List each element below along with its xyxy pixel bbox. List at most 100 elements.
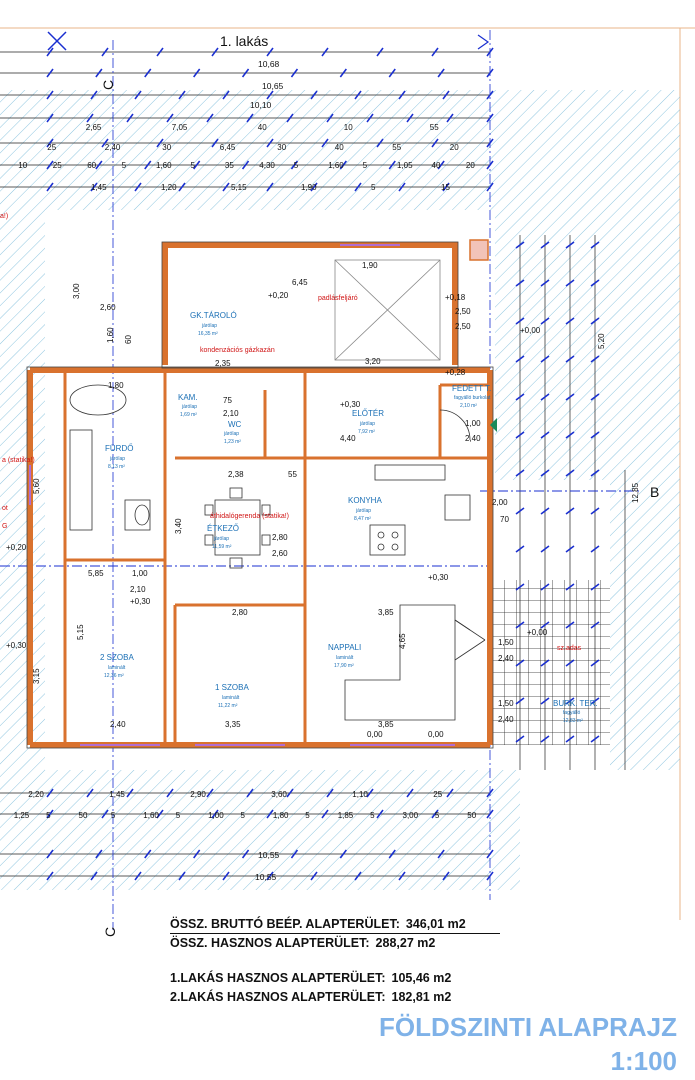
row6-label: 1,60	[156, 161, 172, 170]
kitchen-counter	[369, 464, 471, 556]
brow2-label: 1,25	[14, 811, 30, 820]
dimension-tick	[241, 68, 250, 78]
dimension-tick	[590, 469, 600, 477]
brow2-label: 1,60	[143, 811, 159, 820]
idim-250a: 2,50	[455, 307, 471, 316]
dimension-tick	[540, 279, 550, 287]
idim-520: 5,20	[597, 333, 606, 349]
dimension-tick	[515, 431, 525, 439]
row5-label: 40	[335, 143, 344, 152]
brow2-label: 5	[435, 811, 440, 820]
brow1-label: 1,10	[352, 790, 368, 799]
dimension-tick	[540, 431, 550, 439]
note-kondenz: kondenzációs gázkazán	[200, 347, 275, 354]
dimension-tick	[431, 809, 439, 819]
dimension-tick	[290, 160, 299, 170]
dimension-tick	[46, 138, 54, 148]
idim-240: 2,40	[110, 720, 126, 729]
idim-100b: 1,00	[132, 569, 148, 578]
idim-280b: 2,80	[232, 608, 248, 617]
dimension-tick	[46, 849, 54, 859]
level-left2: +0,30	[6, 641, 27, 650]
dimension-tick	[222, 871, 230, 881]
summary-apt1-label: 1.LAKÁS HASZNOS ALAPTERÜLET:	[170, 971, 386, 985]
idim-235: 2,35	[215, 359, 231, 368]
note-left-ot: ot	[2, 505, 8, 512]
row5-label: 6,45	[220, 143, 236, 152]
dimension-tick	[565, 317, 575, 325]
level-eloter: +0,30	[340, 400, 361, 409]
dimension-tick	[590, 279, 600, 287]
dimension-tick	[90, 90, 98, 100]
row6-label: 1,60	[328, 161, 344, 170]
level-fedett: +0,28	[445, 368, 466, 377]
room-eloter-sub: járólap	[359, 421, 375, 427]
room-kam-area: 1,69 m²	[180, 412, 197, 418]
dimension-tick	[46, 788, 54, 798]
dimension-tick	[442, 90, 450, 100]
row4-label: 10	[344, 123, 353, 132]
summary-apt1-area: 1.LAKÁS HASZNOS ALAPTERÜLET: 105,46 m2	[170, 971, 451, 985]
room-szoba1-area: 11,22 m²	[218, 703, 238, 709]
dimension-tick	[178, 871, 186, 881]
dimension-tick	[86, 788, 94, 798]
brow2-label: 5	[370, 811, 375, 820]
windows	[29, 244, 455, 746]
dimension-tick	[388, 160, 396, 170]
dimension-tick	[310, 90, 318, 100]
summary-apt1-value: 105,46 m2	[391, 971, 452, 985]
row7-label: 5,15	[231, 183, 247, 192]
summary-apt2-area: 2.LAKÁS HASZNOS ALAPTERÜLET:182,81 m2	[170, 990, 451, 1004]
dimension-tick	[515, 545, 525, 553]
dimension-tick	[266, 47, 274, 57]
dimension-tick	[326, 788, 334, 798]
dimension-tick	[431, 138, 439, 148]
room-fedett-sub: fagyálló burkolat	[454, 395, 491, 401]
dimension-tick	[354, 182, 362, 192]
dimension-tick	[46, 113, 54, 123]
row7-label: 5	[371, 183, 376, 192]
dimension-tick	[266, 871, 274, 881]
dimension-tick	[565, 735, 575, 743]
dimension-tick	[95, 849, 103, 859]
room-szoba2-name: 2 SZOBA	[100, 653, 134, 662]
dimension-tick	[211, 47, 219, 57]
dimension-tick	[222, 90, 230, 100]
row5-label: 30	[277, 143, 286, 152]
dimension-tick	[431, 47, 439, 57]
dimension-tick	[486, 90, 494, 100]
dimension-tick	[266, 138, 274, 148]
dimension-tick	[134, 871, 142, 881]
dimension-tick	[266, 182, 274, 192]
hatch-bottom-band	[0, 770, 520, 890]
row6-label: 35	[225, 161, 234, 170]
dimension-tick	[310, 871, 318, 881]
row5-label: 20	[450, 143, 459, 152]
grid-label-c-bottom: C	[102, 927, 118, 937]
dimension-tick	[46, 90, 54, 100]
room-burk-sub: fagyálló	[563, 710, 580, 716]
brow2-label: 3,00	[403, 811, 419, 820]
row6-label: 1,05	[397, 161, 413, 170]
grid-label-c-top: C	[100, 80, 116, 90]
row5-label: 30	[162, 143, 171, 152]
dimension-tick	[222, 182, 230, 192]
brow2-label: 5	[241, 811, 246, 820]
dim-top-1: 10,68	[258, 59, 280, 69]
dimension-tick	[565, 279, 575, 287]
dimension-tick	[290, 68, 299, 78]
idim-55: 55	[288, 470, 297, 479]
wall-outlines	[26, 241, 494, 749]
dimension-tick	[590, 697, 600, 705]
room-wc-name: WC	[228, 420, 242, 429]
summary-gross-value: 346,01 m2	[405, 917, 466, 931]
dimension-tick	[442, 871, 450, 881]
dimension-tick	[156, 809, 164, 819]
dimension-tick	[565, 507, 575, 515]
brow2-label: 50	[467, 811, 476, 820]
dimension-tick	[515, 469, 525, 477]
dimension-tick	[540, 697, 550, 705]
